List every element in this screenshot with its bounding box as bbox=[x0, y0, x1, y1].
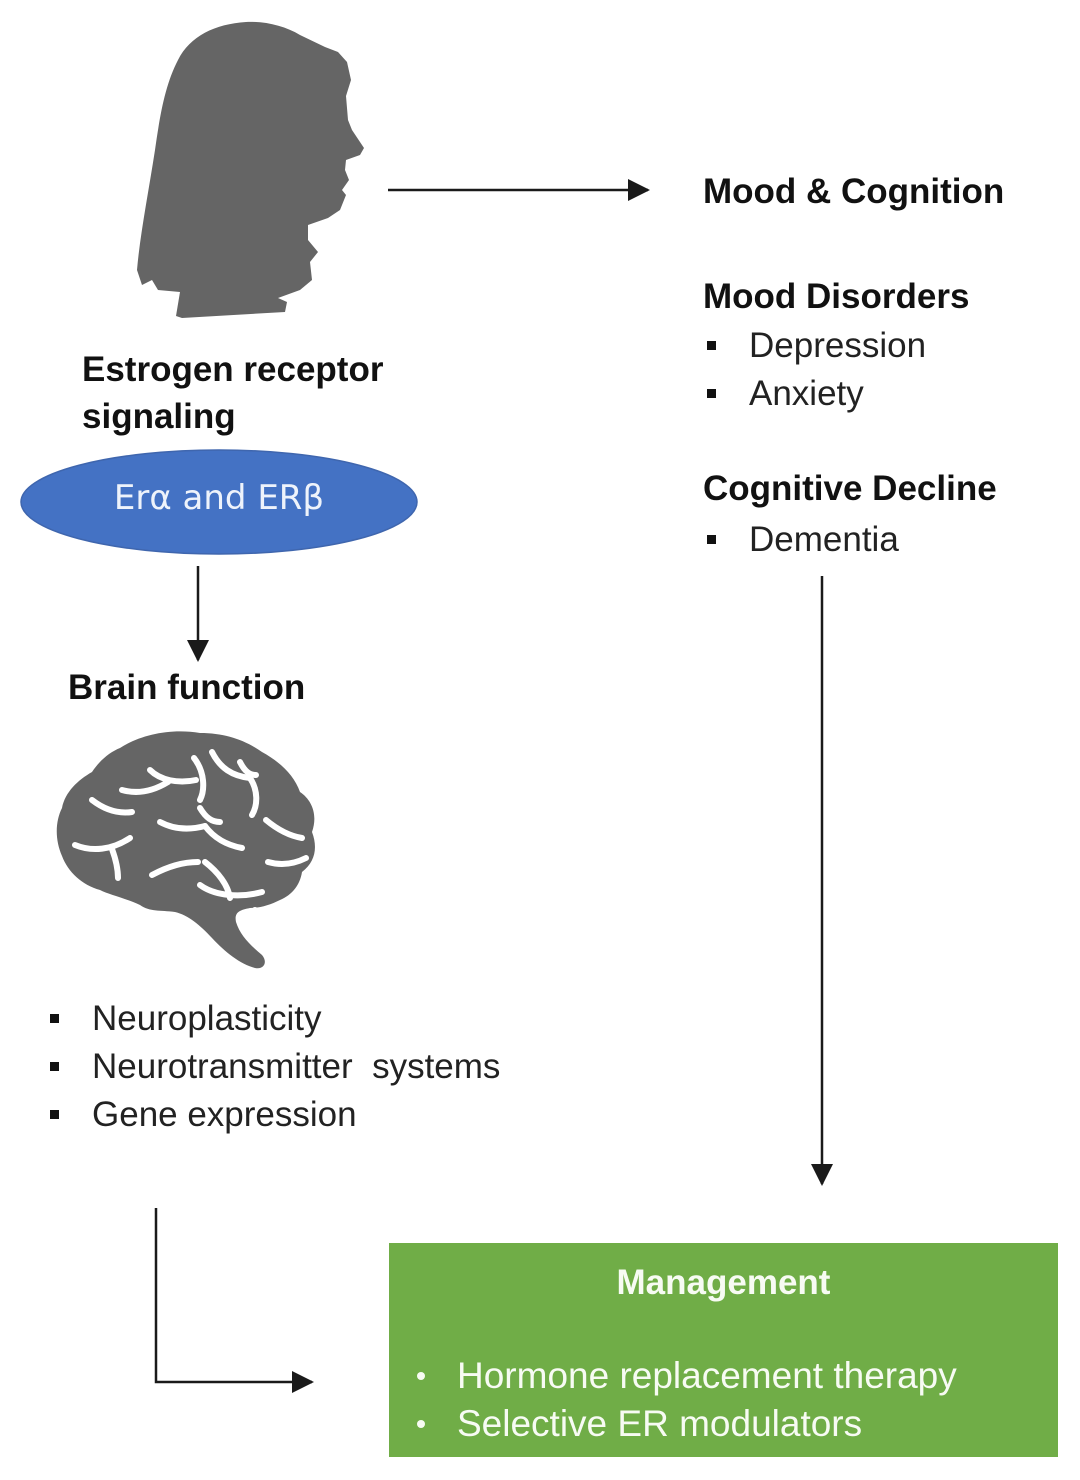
list-item: Anxiety bbox=[707, 369, 864, 417]
list-item: Neuroplasticity bbox=[50, 994, 322, 1042]
receptor-heading-line2: signaling bbox=[82, 397, 236, 436]
mood-cognition-title: Mood & Cognition bbox=[703, 172, 1005, 211]
woman-head-silhouette-icon bbox=[137, 21, 364, 319]
mood-disorders-heading: Mood Disorders bbox=[703, 277, 970, 316]
management-title: Management bbox=[616, 1263, 831, 1302]
arrow-brain-to-management bbox=[154, 1208, 314, 1393]
bullet-icon bbox=[707, 340, 716, 350]
er-ellipse bbox=[20, 449, 418, 555]
bullet-icon bbox=[50, 1013, 59, 1023]
bullet-icon bbox=[707, 388, 716, 398]
management-box: Management Hormone replacement therapy S… bbox=[389, 1243, 1058, 1457]
bullet-icon bbox=[707, 534, 716, 544]
list-item: Selective ER modulators bbox=[417, 1403, 862, 1445]
bullet-icon bbox=[50, 1109, 59, 1119]
brain-function-heading: Brain function bbox=[68, 668, 306, 707]
list-item: Depression bbox=[707, 321, 926, 369]
bullet-icon bbox=[50, 1061, 59, 1071]
list-item: Hormone replacement therapy bbox=[417, 1355, 957, 1397]
receptor-heading-line1: Estrogen receptor bbox=[82, 350, 384, 389]
list-item: Gene expression bbox=[50, 1090, 357, 1138]
ellipse-label: Erα and ERβ bbox=[113, 478, 325, 518]
bullet-icon bbox=[417, 1420, 425, 1428]
bullet-icon bbox=[417, 1372, 425, 1380]
brain-icon bbox=[56, 731, 315, 969]
list-item: Dementia bbox=[707, 515, 899, 563]
cognitive-decline-heading: Cognitive Decline bbox=[703, 469, 997, 508]
list-item: Neurotransmitter systems bbox=[50, 1042, 500, 1090]
